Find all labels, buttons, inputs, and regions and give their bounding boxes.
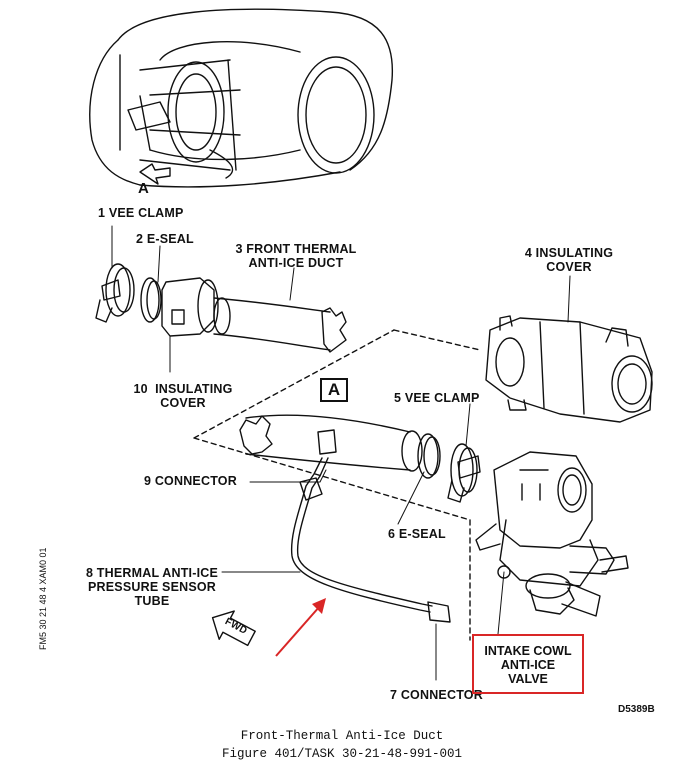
drawing-reference: D5389B [618,704,655,715]
label-sensor-tube-8: 8 THERMAL ANTI-ICE PRESSURE SENSOR TUBE [80,566,224,608]
intake-cowl-valve-drawing [475,451,629,617]
label-insulating-cover-4-line2: COVER [546,260,592,274]
view-a-frame [193,329,471,641]
label-insulating-cover-10-line1: 10 INSULATING [133,382,233,396]
sensor-tube-8-drawing [290,457,451,623]
label-intake-cowl-valve-line2: ANTI-ICE [500,658,556,672]
label-insulating-cover-4-line1: 4 INSULATING [524,246,614,260]
view-a-arrow-label: A [138,180,150,197]
side-code: FM5 30 21 48 4 XAM0 01 [38,547,48,650]
e-seal-2-drawing [140,277,162,323]
label-e-seal-6: 6 E-SEAL [388,527,446,541]
vee-clamp-1-drawing [95,263,135,323]
label-e-seal-2: 2 E-SEAL [136,232,194,246]
engine-nacelle-drawing [89,8,394,188]
fwd-arrow [211,610,256,647]
insulating-cover-10-drawing [161,277,219,337]
duct-view-a-drawing [239,414,423,472]
label-intake-cowl-valve-line3: VALVE [508,672,548,686]
label-connector-9: 9 CONNECTOR [144,474,237,488]
label-insulating-cover-4: 4 INSULATING COVER [516,246,622,274]
leader-lines [111,225,571,681]
front-duct-3-drawing [213,297,347,353]
insulating-cover-4-drawing [485,315,653,423]
vee-clamp-5-drawing [447,443,481,503]
label-intake-cowl-valve: INTAKE COWL ANTI-ICE VALVE [472,644,584,686]
label-insulating-cover-10: 10 INSULATING COVER [126,382,240,410]
label-sensor-tube-8-line1: 8 THERMAL ANTI-ICE [85,566,219,580]
label-front-duct-3: 3 FRONT THERMAL ANTI-ICE DUCT [226,242,366,270]
label-vee-clamp-5: 5 VEE CLAMP [394,391,480,405]
highlight-arrow [275,598,326,657]
label-vee-clamp-1: 1 VEE CLAMP [98,206,184,220]
label-connector-7: 7 CONNECTOR [390,688,483,702]
label-intake-cowl-valve-line1: INTAKE COWL [484,644,572,658]
e-seal-6-drawing [417,433,441,479]
label-front-duct-3-line2: ANTI-ICE DUCT [248,256,344,270]
label-front-duct-3-line1: 3 FRONT THERMAL [235,242,357,256]
figure-caption-title: Front-Thermal Anti-Ice Duct [240,729,444,743]
label-insulating-cover-10-line2: COVER [160,396,206,410]
label-sensor-tube-8-line2: PRESSURE SENSOR [87,580,217,594]
figure-caption-task: Figure 401/TASK 30-21-48-991-001 [221,747,463,761]
view-a-box-label: A [320,378,348,402]
valve-highlight-box [472,634,584,694]
label-sensor-tube-8-line3: TUBE [134,594,170,608]
